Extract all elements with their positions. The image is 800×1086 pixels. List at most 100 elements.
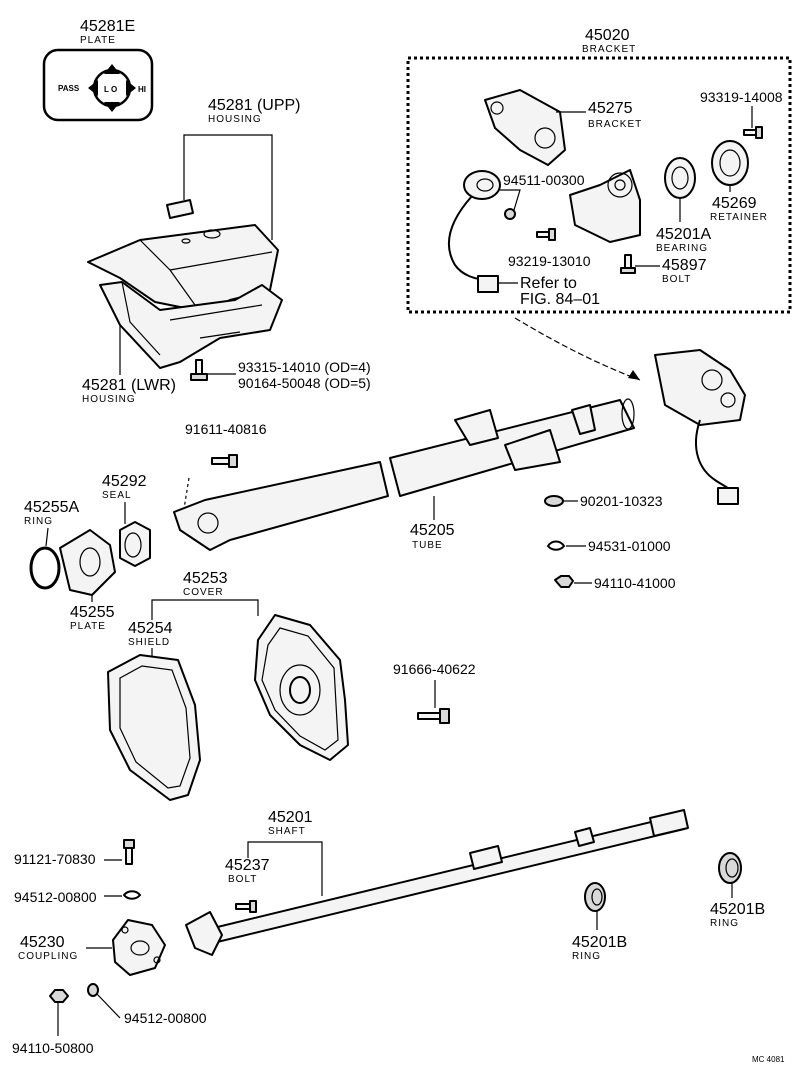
plate-part-name: PLATE — [80, 35, 116, 46]
seal-45292 — [119, 521, 151, 567]
washer-90201 — [544, 495, 564, 507]
plate-part-name-45255: PLATE — [70, 621, 106, 632]
shaft-45201 — [185, 809, 689, 956]
plate-lo-text: L O — [104, 85, 117, 94]
tube-45205 — [173, 398, 635, 551]
tube-part-number: 45205 — [410, 522, 455, 539]
housing-upper-part-name: HOUSING — [208, 114, 262, 125]
screw-od5-label: 90164-50048 (OD=5) — [238, 375, 371, 391]
washer-94512-a-label: 94512-00800 — [14, 889, 97, 905]
nut-94110-41000 — [554, 575, 574, 588]
refer-text-line1: Refer to — [520, 275, 577, 292]
washer-94512-b-label: 94512-00800 — [124, 1010, 207, 1026]
nut-94511-leader — [500, 189, 521, 211]
shield-45254 — [107, 654, 201, 801]
bolt-91121-label: 91121-70830 — [14, 851, 96, 867]
coupling-part-name: COUPLING — [18, 951, 78, 962]
cover-45253 — [254, 614, 349, 761]
bearing-45201a — [664, 157, 696, 199]
bolt-45897 — [620, 254, 636, 274]
bolt-91611-label: 91611-40816 — [185, 421, 267, 437]
retainer-part-name: RETAINER — [710, 212, 768, 223]
bracket-assembly-part-number: 45020 — [585, 27, 630, 44]
bracket-assembly-boundary — [406, 56, 792, 314]
bolt-45897-part-name: BOLT — [662, 274, 691, 285]
nut-94110-41000-label: 94110-41000 — [594, 575, 676, 591]
bracket-45275 — [484, 89, 566, 166]
plate-part-number: 45281E — [80, 18, 135, 35]
bolt-93319-label: 93319-14008 — [700, 89, 783, 105]
plate-hi-text: HI — [138, 85, 146, 94]
bracket-assembled — [654, 349, 746, 505]
screw-93219-label: 93219-13010 — [508, 253, 591, 269]
cover-part-number: 45253 — [183, 570, 228, 587]
ring-45201b-small — [584, 882, 606, 912]
bracket-part-number: 45275 — [588, 100, 633, 117]
bolt-45237 — [235, 900, 257, 913]
nut-94110-50800-label: 94110-50800 — [12, 1040, 94, 1056]
figure-code: MC 4081 — [752, 1055, 785, 1064]
cover-part-name: COVER — [183, 587, 224, 598]
washer-94531 — [546, 540, 566, 551]
housing-screw — [190, 359, 208, 381]
nut-94511-label: 94511-00300 — [503, 172, 585, 188]
shaft-leader — [247, 841, 323, 896]
bolt-91666 — [417, 708, 450, 724]
cover-leader — [151, 599, 259, 620]
housing-upper-part-number: 45281 (UPP) — [208, 97, 301, 114]
ring-45255a — [29, 546, 61, 590]
ring-b2-part-number: 45201B — [710, 901, 765, 918]
lock-housing — [569, 169, 641, 243]
shield-part-name: SHIELD — [128, 637, 170, 648]
bolt-93319 — [743, 126, 763, 139]
shaft-part-number: 45201 — [268, 809, 313, 826]
ring-a-leader — [45, 527, 49, 547]
assembly-arrow — [514, 317, 641, 381]
washer-94512-a — [122, 890, 142, 900]
screw-93219 — [536, 228, 556, 241]
ring-45201b-large — [718, 852, 742, 884]
washer-94512-b-leader — [96, 993, 121, 1019]
housing-lower — [99, 281, 283, 369]
bolt-91666-label: 91666-40622 — [393, 661, 476, 677]
seal-part-number: 45292 — [102, 473, 147, 490]
coupling-45230 — [112, 919, 166, 976]
housing-upper — [87, 224, 279, 313]
washer-94512-b — [87, 983, 99, 997]
nut-94511 — [504, 208, 516, 220]
washer-90201-label: 90201-10323 — [580, 493, 663, 509]
bracket-part-name: BRACKET — [588, 119, 642, 130]
refer-text-line2: FIG. 84–01 — [520, 291, 600, 308]
plate-part-number-45255: 45255 — [70, 604, 115, 621]
tube-part-name: TUBE — [412, 540, 443, 551]
shaft-part-name: SHAFT — [268, 826, 306, 837]
sensor-switch — [447, 170, 501, 293]
ring-b1-part-name: RING — [572, 951, 601, 962]
nut-94110-50800 — [49, 989, 69, 1003]
ring-b2-part-name: RING — [710, 918, 739, 929]
housing-pad — [166, 199, 194, 219]
bearing-part-number: 45201A — [656, 226, 711, 243]
bolt-45237-part-name: BOLT — [228, 874, 257, 885]
washer-94531-label: 94531-01000 — [588, 538, 671, 554]
seal-part-name: SEAL — [102, 490, 132, 501]
housing-upper-leader — [183, 134, 273, 240]
shield-part-number: 45254 — [128, 620, 173, 637]
screw-od4-label: 93315-14010 (OD=4) — [238, 359, 371, 375]
housing-lower-part-name: HOUSING — [82, 394, 136, 405]
housing-lower-part-number: 45281 (LWR) — [82, 377, 176, 394]
ring-a-part-name: RING — [24, 516, 53, 527]
plate-45255 — [59, 529, 116, 596]
ring-b1-part-number: 45201B — [572, 934, 627, 951]
ring-a-part-number: 45255A — [24, 499, 79, 516]
bearing-part-name: BEARING — [656, 243, 708, 254]
retainer-part-number: 45269 — [712, 195, 757, 212]
plate-45281e — [42, 48, 154, 122]
bolt-45237-part-number: 45237 — [225, 857, 270, 874]
bolt-91611 — [211, 454, 238, 468]
plate-pass-text: PASS — [58, 84, 80, 93]
bracket-assembly-part-name: BRACKET — [582, 44, 636, 55]
bolt-45897-part-number: 45897 — [662, 257, 707, 274]
coupling-part-number: 45230 — [20, 934, 65, 951]
